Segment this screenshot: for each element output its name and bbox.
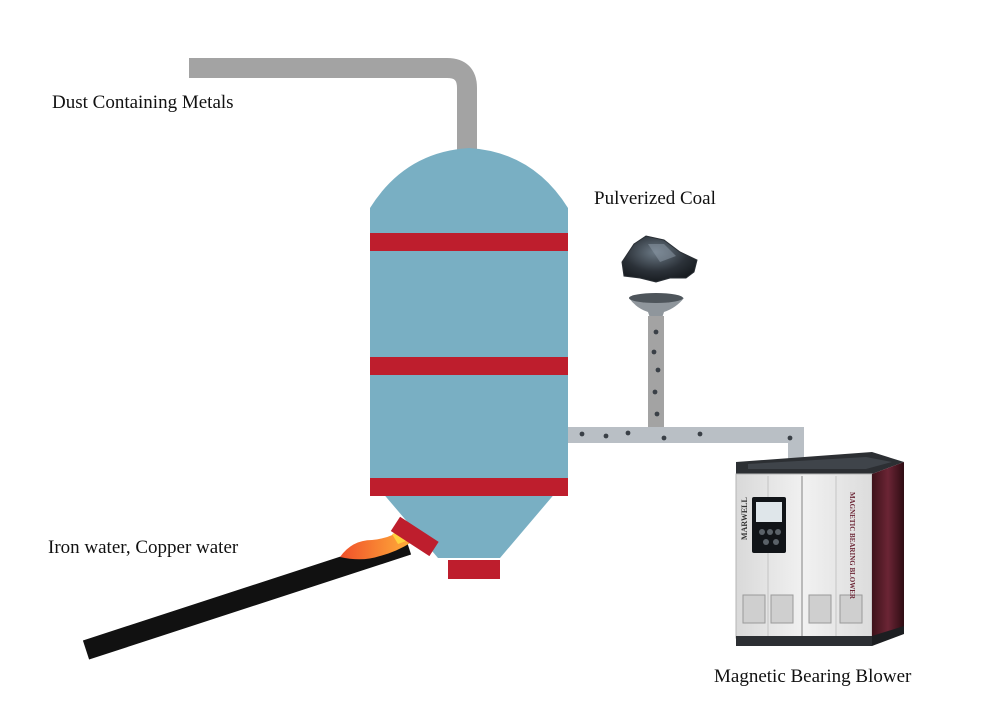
blower-brand: MARWELL bbox=[740, 497, 749, 540]
coal-feed bbox=[621, 235, 698, 434]
blower-base-side bbox=[872, 626, 904, 646]
panel-button bbox=[773, 539, 779, 545]
coal-particle bbox=[654, 411, 660, 417]
coal-down-pipe bbox=[648, 316, 664, 434]
coal-particle bbox=[652, 389, 658, 395]
vessel-bottom-outlet bbox=[448, 560, 500, 579]
reactor-vessel bbox=[370, 148, 568, 579]
coal-particle bbox=[655, 367, 661, 373]
magnetic-bearing-blower-label: Magnetic Bearing Blower bbox=[714, 666, 912, 687]
horizontal-air-pipe bbox=[568, 427, 804, 443]
discharge-chute bbox=[82, 535, 412, 660]
tap-hole-assembly bbox=[82, 516, 439, 660]
pulverized-coal-label: Pulverized Coal bbox=[594, 188, 716, 209]
air-particle bbox=[661, 435, 667, 441]
front-vent bbox=[839, 594, 863, 624]
air-particle bbox=[787, 435, 793, 441]
blower-top-grille bbox=[748, 457, 892, 469]
vessel-band-top bbox=[370, 233, 568, 251]
blower-side-text: MAGNETIC BEARING BLOWER bbox=[848, 492, 856, 600]
magnetic-bearing-blower: MARWELL MAGNETIC BEARING BLOWER bbox=[735, 452, 904, 646]
blower-riser-pipe bbox=[788, 427, 804, 461]
panel-button bbox=[759, 529, 765, 535]
vessel-band-middle bbox=[370, 357, 568, 375]
front-vent bbox=[808, 594, 832, 624]
coal-lump-highlight bbox=[648, 244, 676, 262]
front-vent bbox=[742, 594, 766, 624]
vessel-band-bottom bbox=[370, 478, 568, 496]
coal-particle bbox=[653, 329, 659, 335]
front-vent bbox=[770, 594, 794, 624]
blower-base bbox=[736, 636, 872, 646]
panel-button bbox=[775, 529, 781, 535]
blower-side bbox=[872, 462, 904, 638]
vessel-body bbox=[370, 148, 568, 558]
panel-button bbox=[763, 539, 769, 545]
tap-hole-block bbox=[390, 516, 439, 557]
control-screen bbox=[756, 502, 782, 522]
coal-particle bbox=[651, 349, 657, 355]
funnel-rim bbox=[629, 293, 683, 303]
air-particle bbox=[579, 431, 585, 437]
air-particle bbox=[625, 430, 631, 436]
dust-containing-metals-label: Dust Containing Metals bbox=[52, 92, 234, 113]
air-supply-pipe bbox=[568, 427, 804, 461]
dust-inlet-pipe bbox=[189, 58, 477, 152]
panel-button bbox=[767, 529, 773, 535]
air-particle bbox=[603, 433, 609, 439]
air-particle bbox=[697, 431, 703, 437]
iron-copper-water-label: Iron water, Copper water bbox=[48, 537, 239, 558]
